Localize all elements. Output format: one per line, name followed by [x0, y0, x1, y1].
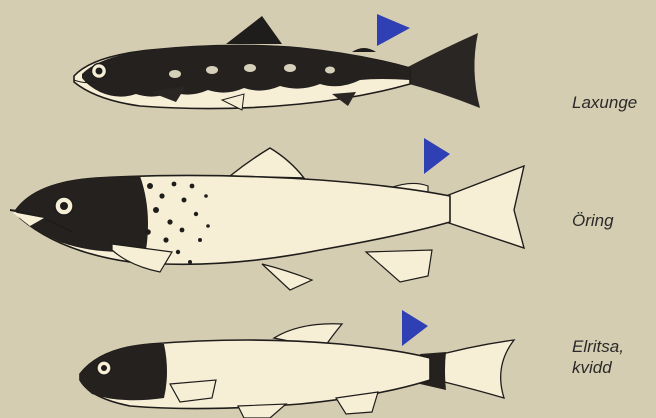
laxunge-marker — [377, 14, 410, 46]
elritsa-marker — [402, 310, 428, 346]
oring-fish — [10, 138, 524, 290]
elritsa-label-line2: kvidd — [572, 357, 612, 378]
elritsa-dark-head — [80, 344, 167, 400]
oring-label: Öring — [572, 210, 614, 231]
oring-dorsal-fin — [230, 148, 304, 178]
oring-marker — [424, 138, 450, 174]
elritsa-label-line1: Elritsa, — [572, 336, 624, 357]
laxunge-adipose-fin — [352, 48, 376, 52]
laxunge-label: Laxunge — [572, 92, 637, 113]
oring-dark-head — [16, 176, 148, 252]
laxunge-dorsal-fin — [226, 16, 282, 44]
laxunge-tail — [402, 33, 480, 108]
elritsa-fish — [80, 310, 514, 418]
oring-tail — [446, 166, 524, 248]
laxunge-fish — [74, 14, 480, 110]
